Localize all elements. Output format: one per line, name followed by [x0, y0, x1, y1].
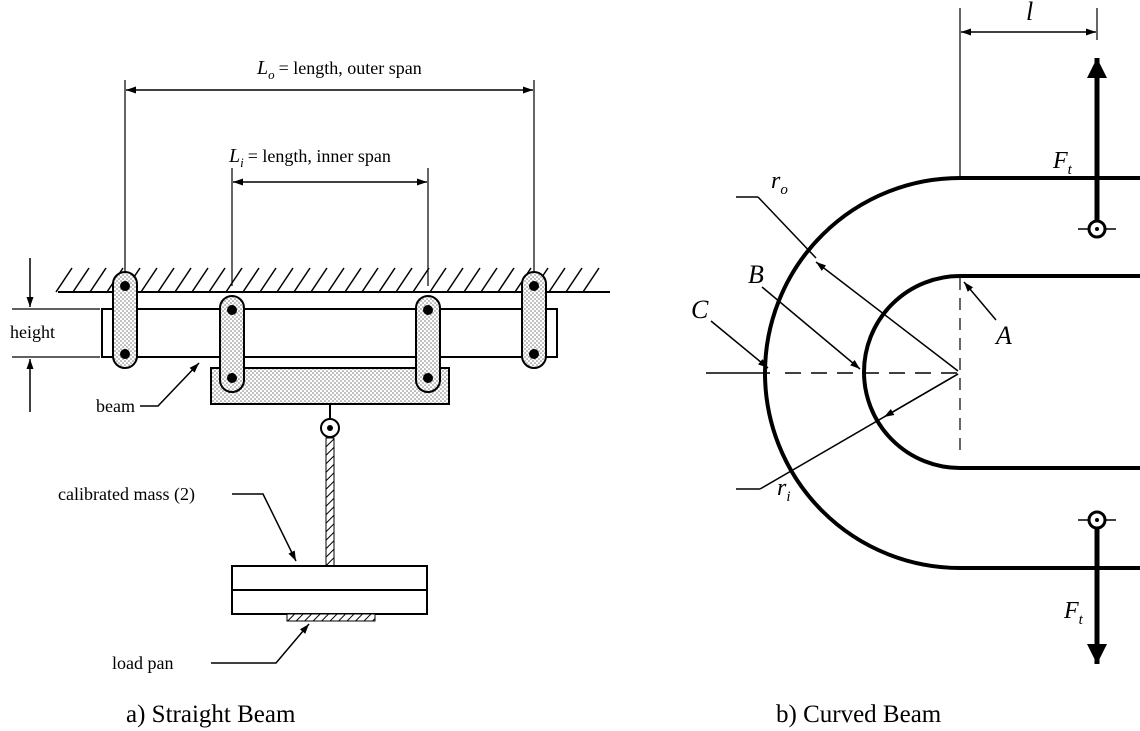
- outer-support-left: [112, 271, 138, 369]
- loading-block: [210, 367, 450, 405]
- beam-leader: beam: [96, 362, 200, 416]
- svg-text:load pan: load pan: [112, 653, 173, 673]
- height-dimension: height: [10, 258, 100, 412]
- upper-force-arrow: Ft: [1052, 58, 1107, 220]
- length-l-dimension: l: [961, 0, 1096, 36]
- curved-beam-figure: l Ft Ft ro: [691, 0, 1140, 728]
- calibrated-mass: [231, 565, 428, 615]
- svg-text:Ft: Ft: [1063, 598, 1084, 628]
- curved-beam-inner-edge: [862, 274, 1140, 470]
- svg-text:calibrated mass (2): calibrated mass (2): [58, 484, 195, 505]
- pan-leader: load pan: [112, 623, 310, 673]
- svg-text:beam: beam: [96, 396, 135, 416]
- point-c-label: C: [691, 295, 769, 369]
- lower-force-arrow: Ft: [1063, 529, 1107, 664]
- beam: [101, 308, 558, 358]
- point-a-label: A: [963, 281, 1012, 350]
- point-b-label: B: [748, 260, 861, 370]
- svg-text:A: A: [994, 321, 1012, 350]
- inner-support-right: [415, 295, 441, 393]
- outer-span-label: Lo= length, outer span: [256, 57, 422, 82]
- mass-leader: calibrated mass (2): [58, 484, 297, 562]
- straight-beam-figure: Lo= length, outer span Li= length, inner…: [10, 57, 610, 728]
- straight-beam-caption: a) Straight Beam: [126, 701, 296, 728]
- height-label: height: [10, 322, 55, 342]
- inner-span-dimension: Li= length, inner span: [228, 145, 429, 286]
- svg-text:ro: ro: [771, 168, 788, 198]
- outer-support-right: [521, 271, 547, 369]
- svg-text:ri: ri: [777, 475, 791, 505]
- svg-text:l: l: [1026, 0, 1033, 26]
- inner-support-left: [219, 295, 245, 393]
- curved-beam-caption: b) Curved Beam: [776, 701, 942, 728]
- inner-span-label: Li= length, inner span: [228, 145, 391, 170]
- lower-pin: [1078, 510, 1116, 530]
- load-pan: [286, 613, 376, 622]
- inner-radius-dimension: ri: [736, 373, 959, 505]
- hanger-cable: [320, 404, 340, 567]
- outer-radius-dimension: ro: [736, 168, 959, 372]
- svg-text:Ft: Ft: [1052, 148, 1073, 178]
- svg-text:C: C: [691, 295, 709, 324]
- upper-pin: [1078, 219, 1116, 239]
- svg-text:B: B: [748, 260, 764, 289]
- outer-span-dimension: Lo= length, outer span: [124, 57, 535, 272]
